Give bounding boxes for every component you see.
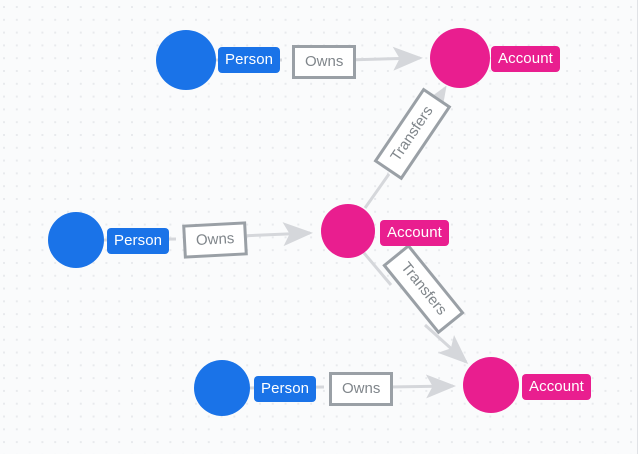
graph-node-label-account-2[interactable]: Account bbox=[380, 220, 449, 246]
graph-node-account-1[interactable] bbox=[430, 28, 490, 88]
graph-edge-label-owns-1[interactable]: Owns bbox=[292, 45, 357, 79]
graph-node-account-3[interactable] bbox=[463, 357, 519, 413]
graph-edge-label-owns-3[interactable]: Owns bbox=[329, 372, 394, 406]
graph-edge-label-owns-2[interactable]: Owns bbox=[182, 221, 249, 259]
graph-node-person-2[interactable] bbox=[48, 212, 104, 268]
graph-node-label-person-1[interactable]: Person bbox=[218, 47, 281, 73]
graph-node-person-1[interactable] bbox=[156, 30, 216, 90]
graph-node-label-person-2[interactable]: Person bbox=[107, 228, 170, 254]
graph-node-person-3[interactable] bbox=[194, 360, 250, 416]
graph-node-label-account-3[interactable]: Account bbox=[522, 374, 591, 400]
graph-node-account-2[interactable] bbox=[321, 204, 375, 258]
graph-node-label-person-3[interactable]: Person bbox=[254, 376, 317, 402]
graph-edge-transfers-2[interactable] bbox=[362, 252, 469, 365]
graph-node-label-account-1[interactable]: Account bbox=[491, 46, 560, 72]
